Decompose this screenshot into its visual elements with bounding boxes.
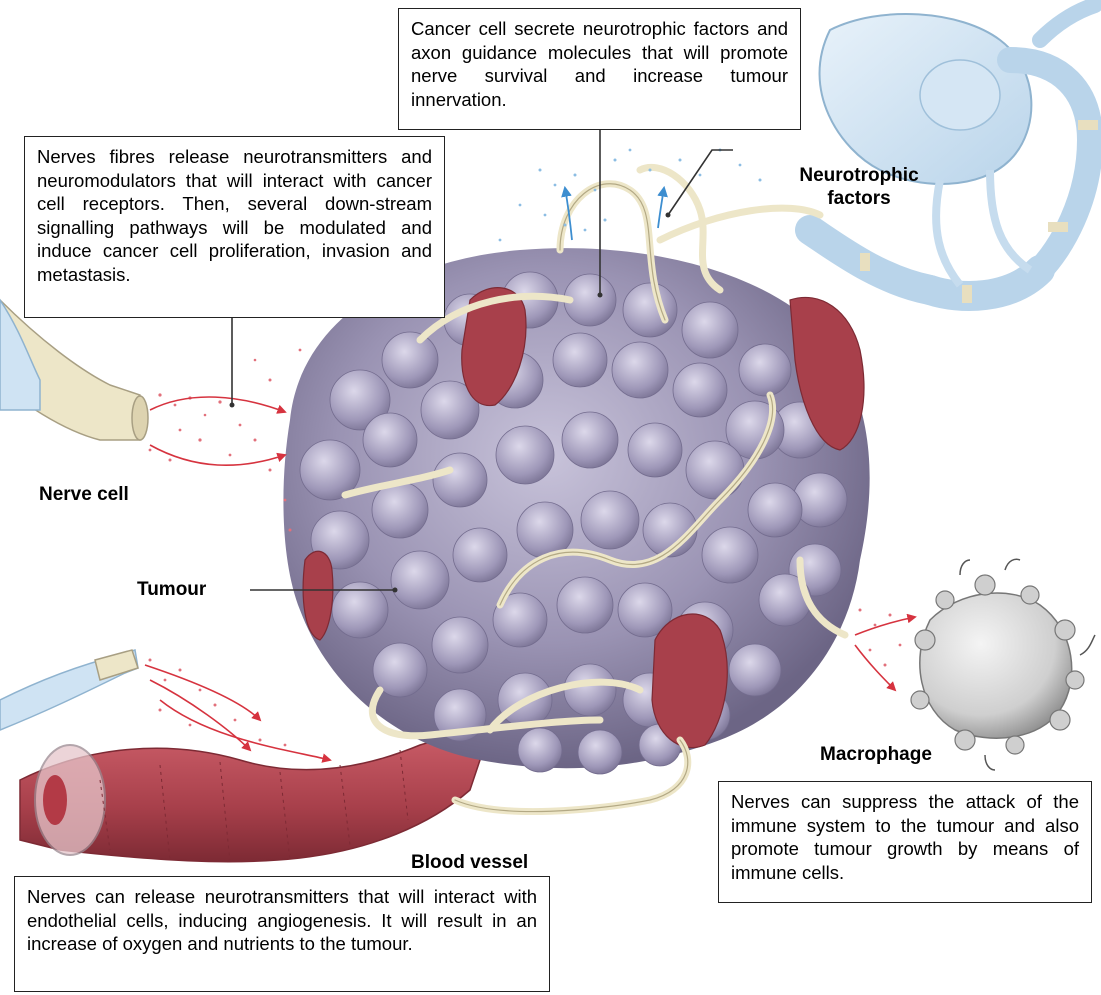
blood-vessel-label: Blood vessel: [411, 851, 528, 874]
nerve-cell-left: [0, 300, 148, 440]
macrophage-label: Macrophage: [820, 743, 932, 766]
nerve-fibres-release-callout: Nerves fibres release neurotransmitters …: [24, 136, 445, 318]
macrophage-cell: [911, 559, 1095, 770]
cancer-cell-secrete-callout: Cancer cell secrete neurotrophic factors…: [398, 8, 801, 130]
nerves-angiogenesis-callout: Nerves can release neurotransmitters tha…: [14, 876, 550, 992]
nerves-suppress-immune-callout: Nerves can suppress the attack of the im…: [718, 781, 1092, 903]
nerve-cell-label: Nerve cell: [39, 483, 129, 506]
neuron-top-right: [810, 5, 1098, 303]
nerve-ending-bottom-left: [0, 650, 138, 730]
tumour-label: Tumour: [137, 578, 206, 601]
neurotrophic-factors-label: Neurotrophic factors: [790, 164, 928, 210]
blood-vessel: [20, 740, 480, 862]
